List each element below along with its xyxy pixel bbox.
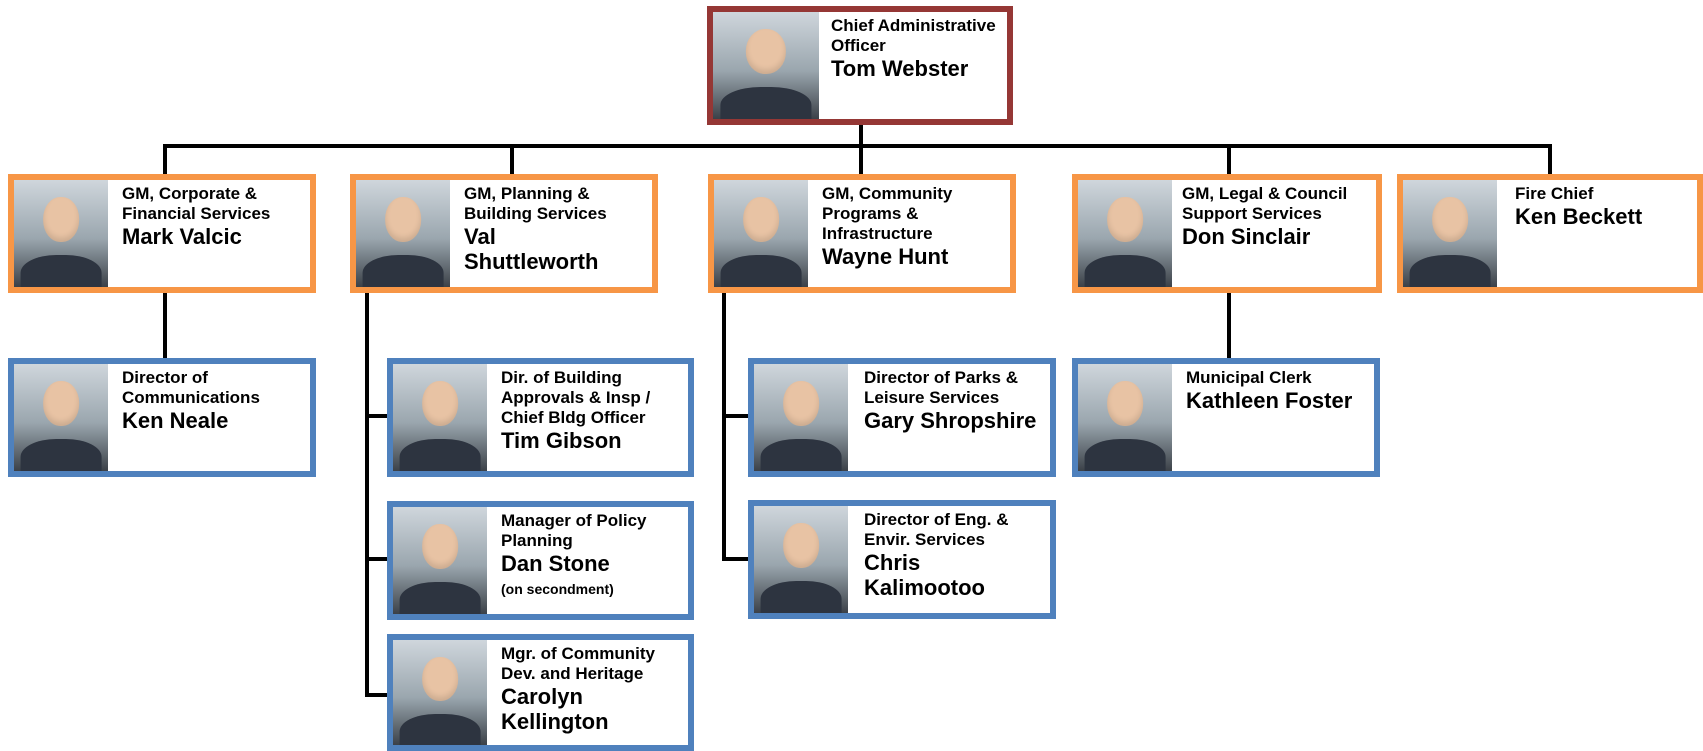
- role-title: GM, Community Programs & Infrastructure: [822, 184, 953, 243]
- person-name: Dan Stone: [501, 551, 610, 576]
- connector-planning-branch-2: [365, 557, 390, 561]
- portrait-photo: [1078, 180, 1172, 287]
- role-title: Chief Administrative Officer: [831, 16, 996, 55]
- person-name: Mark Valcic: [122, 224, 242, 249]
- card-director-parks: Director of Parks & Leisure Services Gar…: [748, 358, 1056, 477]
- role-title: GM, Planning & Building Services: [464, 184, 607, 223]
- person-name: Chris Kalimootoo: [864, 550, 985, 600]
- portrait-photo: [713, 12, 819, 119]
- role-title: Fire Chief: [1515, 184, 1594, 203]
- connector-community-branch-1: [722, 414, 750, 418]
- card-gm-community: GM, Community Programs & Infrastructure …: [708, 174, 1016, 293]
- person-name: Ken Beckett: [1515, 204, 1643, 229]
- portrait-photo: [1078, 364, 1172, 471]
- person-name: Kathleen Foster: [1186, 388, 1353, 413]
- card-gm-corporate: GM, Corporate & Financial Services Mark …: [8, 174, 316, 293]
- connector-corporate-down: [163, 293, 167, 358]
- connector-to-fire-chief: [1548, 144, 1552, 174]
- role-title: Director of Eng. & Envir. Services: [864, 510, 1009, 549]
- portrait-photo: [1403, 180, 1497, 287]
- role-title: GM, Corporate & Financial Services: [122, 184, 271, 223]
- card-fire-chief: Fire Chief Ken Beckett: [1397, 174, 1703, 293]
- role-title: Manager of Policy Planning: [501, 511, 647, 550]
- portrait-photo: [393, 640, 487, 745]
- card-director-engineering: Director of Eng. & Envir. Services Chris…: [748, 500, 1056, 619]
- role-title: Director of Communications: [122, 368, 260, 407]
- connector-to-gm-planning: [510, 144, 514, 174]
- secondment-note: (on secondment): [501, 581, 614, 597]
- person-name: Tim Gibson: [501, 428, 622, 453]
- portrait-photo: [14, 364, 108, 471]
- role-title: Municipal Clerk: [1186, 368, 1312, 387]
- person-name: Gary Shropshire: [864, 408, 1037, 433]
- person-name: Ken Neale: [122, 408, 229, 433]
- portrait-photo: [754, 506, 848, 613]
- connector-to-gm-corporate: [163, 144, 167, 174]
- connector-to-gm-legal: [1227, 144, 1231, 174]
- role-title: GM, Legal & Council Support Services: [1182, 184, 1348, 223]
- person-name: Val Shuttleworth: [464, 224, 599, 274]
- card-gm-legal: GM, Legal & Council Support Services Don…: [1072, 174, 1382, 293]
- connector-planning-branch-1: [365, 414, 390, 418]
- connector-community-branch-2: [722, 557, 750, 561]
- connector-legal-down: [1227, 293, 1231, 358]
- person-name: Carolyn Kellington: [501, 684, 609, 734]
- role-title: Mgr. of Community Dev. and Heritage: [501, 644, 655, 683]
- card-manager-community-dev: Mgr. of Community Dev. and Heritage Caro…: [387, 634, 694, 751]
- connector-community-spine: [722, 293, 726, 561]
- person-name: Tom Webster: [831, 56, 969, 81]
- role-title: Director of Parks & Leisure Services: [864, 368, 1018, 407]
- portrait-photo: [356, 180, 450, 287]
- portrait-photo: [754, 364, 848, 471]
- connector-ceo-down: [859, 119, 863, 148]
- connector-planning-spine: [365, 293, 369, 697]
- portrait-photo: [14, 180, 108, 287]
- card-municipal-clerk: Municipal Clerk Kathleen Foster: [1072, 358, 1380, 477]
- connector-planning-branch-3: [365, 693, 390, 697]
- portrait-photo: [393, 364, 487, 471]
- card-chief-administrative-officer: Chief Administrative Officer Tom Webster: [707, 6, 1013, 125]
- person-name: Don Sinclair: [1182, 224, 1311, 249]
- card-director-building: Dir. of Building Approvals & Insp / Chie…: [387, 358, 694, 477]
- card-manager-policy-planning: Manager of Policy Planning Dan Stone (on…: [387, 501, 694, 620]
- portrait-photo: [714, 180, 808, 287]
- connector-horizontal-bar: [163, 144, 1552, 148]
- connector-to-gm-community: [859, 144, 863, 174]
- portrait-photo: [393, 507, 487, 614]
- role-title: Dir. of Building Approvals & Insp / Chie…: [501, 368, 651, 427]
- card-gm-planning: GM, Planning & Building Services Val Shu…: [350, 174, 658, 293]
- person-name: Wayne Hunt: [822, 244, 949, 269]
- card-director-communications: Director of Communications Ken Neale: [8, 358, 316, 477]
